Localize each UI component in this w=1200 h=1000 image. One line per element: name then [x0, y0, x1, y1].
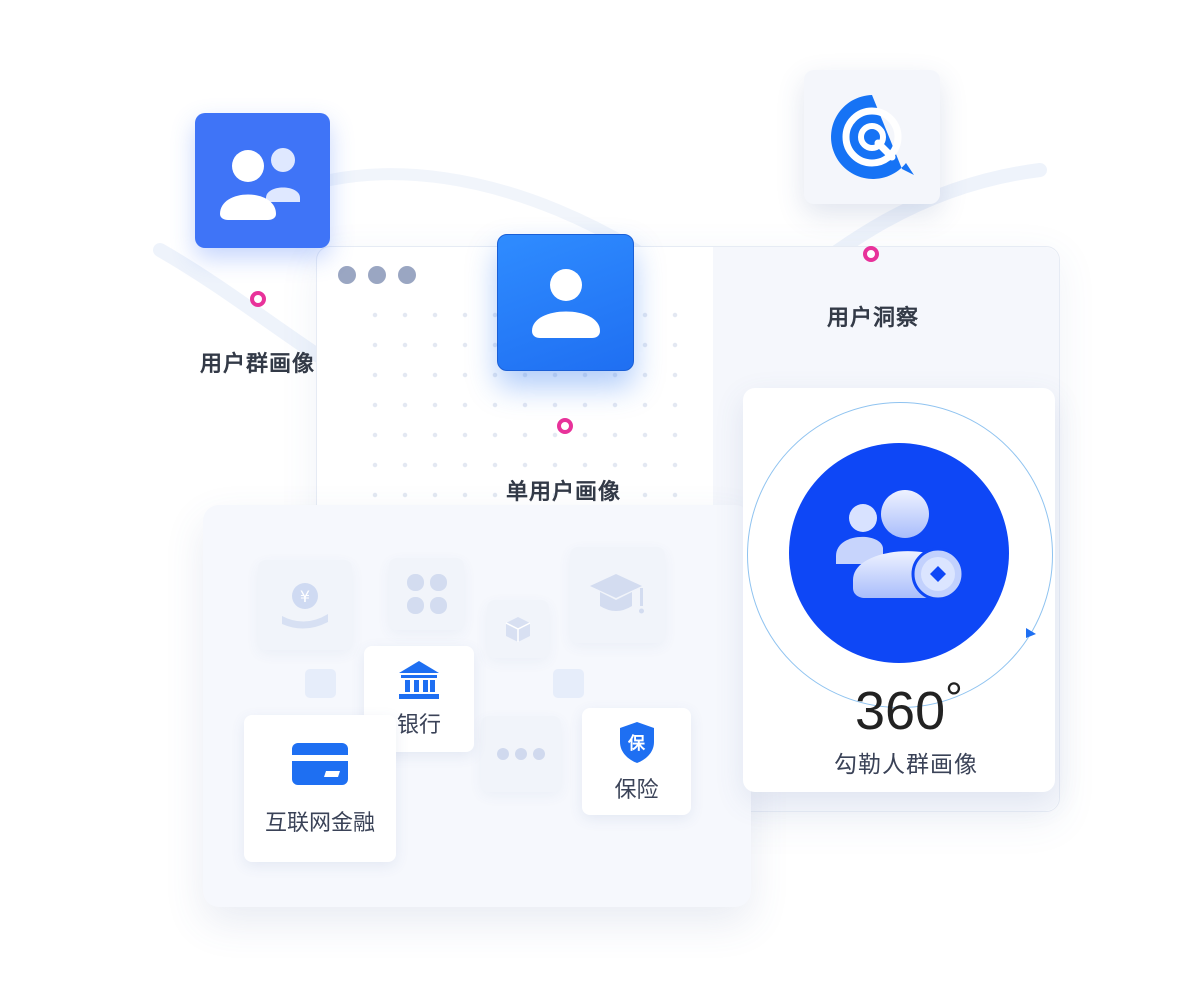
internet-finance-label: 互联网金融 — [264, 810, 375, 836]
credit-card-icon — [292, 742, 348, 785]
apps-icon — [406, 574, 447, 614]
shield-badge-text: 保 — [628, 733, 645, 754]
degree-symbol: ° — [945, 674, 963, 723]
user-icon — [531, 268, 600, 338]
group-portrait-label: 用户群画像 — [200, 352, 316, 377]
bank-icon — [399, 661, 439, 699]
node-marker — [557, 418, 573, 434]
window-dot — [368, 266, 386, 284]
window-controls — [338, 266, 416, 284]
single-portrait-label: 单用户画像 — [506, 480, 622, 505]
orbit-arrow-icon — [1026, 628, 1036, 638]
degree-value: 360° — [855, 674, 963, 742]
yuan-hand-card[interactable]: ¥ — [258, 560, 352, 650]
internet-finance-card[interactable]: 互联网金融 — [244, 715, 396, 862]
placeholder-square — [553, 669, 584, 698]
single-portrait-tile[interactable] — [497, 234, 634, 371]
insurance-card[interactable]: 保 保险 — [582, 708, 691, 815]
apps-card[interactable] — [389, 558, 464, 630]
svg-text:¥: ¥ — [300, 587, 310, 606]
user-coin-icon — [836, 490, 965, 601]
bank-label: 银行 — [396, 713, 441, 738]
orbit-ring — [747, 402, 1053, 708]
box-card[interactable] — [487, 600, 549, 658]
user-insight-tile[interactable] — [804, 70, 940, 204]
shield-icon: 保 — [617, 720, 657, 764]
target-chat-icon — [831, 95, 914, 179]
window-dot — [398, 266, 416, 284]
more-icon — [497, 748, 545, 760]
graduation-cap-icon — [589, 574, 644, 614]
window-dot — [338, 266, 356, 284]
users-icon — [219, 147, 300, 220]
placeholder-square — [305, 669, 336, 698]
node-marker — [250, 291, 266, 307]
yuan-hand-icon: ¥ — [282, 583, 328, 629]
degree-number: 360 — [855, 681, 946, 741]
profile-label: 勾勒人群画像 — [834, 752, 978, 778]
user-insight-label: 用户洞察 — [827, 306, 920, 331]
node-marker — [863, 246, 879, 262]
cube-icon — [505, 617, 531, 642]
insurance-label: 保险 — [614, 777, 659, 803]
education-card[interactable] — [570, 547, 665, 643]
group-portrait-tile[interactable] — [195, 113, 330, 248]
more-card[interactable] — [481, 716, 561, 792]
